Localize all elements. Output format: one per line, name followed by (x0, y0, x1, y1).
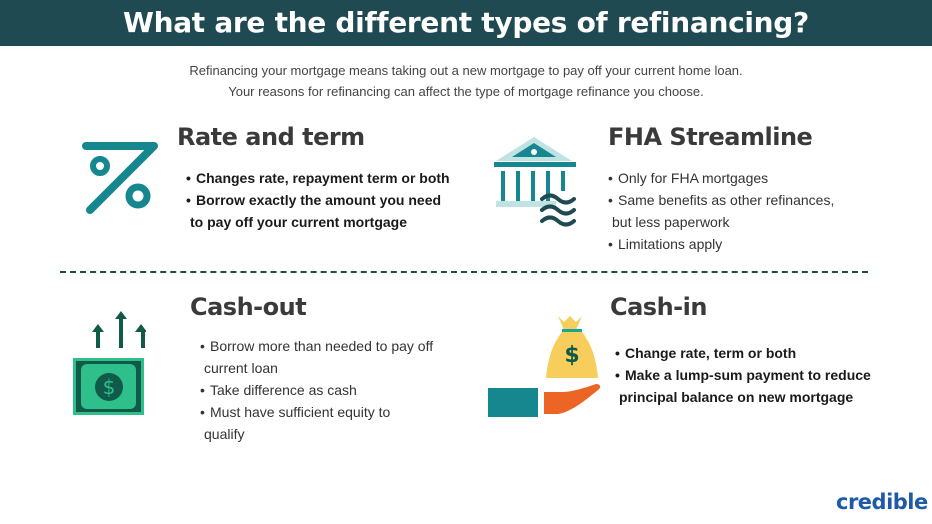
list-item: •Limitations apply (608, 236, 723, 252)
percent-icon (82, 142, 158, 214)
list-item: •Take difference as cash (200, 382, 357, 398)
section-title-cash-in: Cash-in (610, 293, 707, 321)
list-item: •Only for FHA mortgages (608, 170, 769, 186)
credible-logo: credible (836, 490, 928, 514)
intro-line-1: Refinancing your mortgage means taking o… (189, 63, 743, 78)
money-bag-hand-icon: $ (488, 316, 601, 417)
section-title-cash-out: Cash-out (190, 293, 307, 321)
fha-streamline-bullets: •Only for FHA mortgages •Same benefits a… (608, 167, 834, 255)
rate-and-term-bullets: •Changes rate, repayment term or both •B… (186, 167, 450, 233)
bank-building-icon (494, 137, 576, 227)
cash-in-bullets: •Change rate, term or both •Make a lump-… (615, 342, 871, 408)
header-bar (0, 0, 932, 46)
list-item: •Changes rate, repayment term or both (186, 170, 450, 186)
intro-line-2: Your reasons for refinancing can affect … (228, 84, 704, 99)
list-item: •Same benefits as other refinances,but l… (608, 192, 835, 230)
list-item: •Change rate, term or both (615, 345, 797, 361)
page-title: What are the different types of refinanc… (122, 6, 809, 39)
svg-text:$: $ (564, 343, 579, 368)
section-divider (60, 271, 868, 273)
section-title-fha-streamline: FHA Streamline (608, 123, 813, 151)
section-title-rate-and-term: Rate and term (177, 123, 365, 151)
svg-text:$: $ (103, 375, 116, 399)
money-bill-arrows-up-icon: $ (73, 311, 146, 415)
